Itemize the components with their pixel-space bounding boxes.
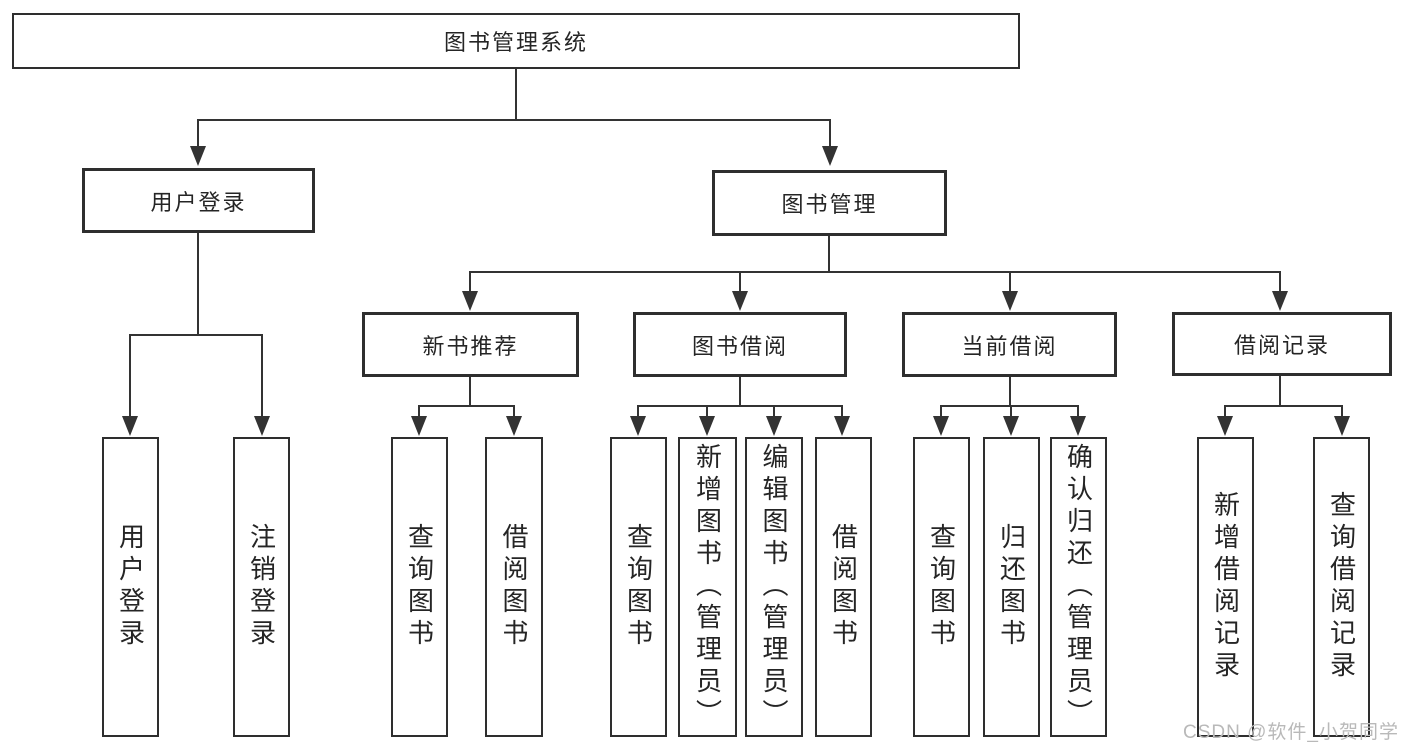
leaf-br-add-record-label: 新增借阅记录 — [1210, 491, 1241, 683]
node-root: 图书管理系统 — [12, 13, 1020, 69]
leaf-nb-borrow-book: 借阅图书 — [485, 437, 543, 737]
arrowhead-br-query — [1334, 416, 1350, 436]
leaf-bb-add-book-admin-label: 新增图书（管理员） — [692, 443, 723, 731]
connector-user-leaf2-stem — [261, 334, 263, 417]
leaf-cb-query-book: 查询图书 — [913, 437, 970, 737]
arrowhead-book-mgmt — [822, 146, 838, 166]
arrowhead-cb-query — [933, 416, 949, 436]
watermark: CSDN @软件_小贺同学 — [1183, 722, 1399, 743]
connector-borrow-hbar — [637, 405, 843, 407]
connector-nb-leaf1-stem — [418, 405, 420, 417]
node-user-login-label: 用户登录 — [150, 189, 247, 215]
connector-user-hbar — [129, 334, 263, 336]
node-user-login: 用户登录 — [82, 168, 315, 233]
connector-root-stem — [515, 68, 517, 120]
connector-cb-leaf2-stem — [1010, 405, 1012, 417]
connector-root-hbar — [197, 119, 831, 121]
arrowhead-current-borrow — [1002, 291, 1018, 311]
node-current-borrow-label: 当前借阅 — [961, 333, 1058, 359]
leaf-br-add-record: 新增借阅记录 — [1197, 437, 1254, 737]
leaf-logout: 注销登录 — [233, 437, 290, 737]
node-borrow-records-label: 借阅记录 — [1233, 333, 1330, 358]
arrowhead-user — [190, 146, 206, 166]
leaf-user-login-label: 用户登录 — [115, 523, 146, 651]
connector-current-down — [1009, 376, 1011, 407]
node-book-mgmt-label: 图书管理 — [781, 192, 878, 217]
leaf-nb-query-book: 查询图书 — [391, 437, 448, 737]
connector-bb-leaf2-stem — [706, 405, 708, 417]
connector-newbooks-down — [469, 376, 471, 407]
leaf-nb-borrow-book-label: 借阅图书 — [499, 523, 529, 651]
leaf-bb-query-book: 查询图书 — [610, 437, 667, 737]
node-root-label: 图书管理系统 — [443, 30, 588, 55]
connector-nb-leaf2-stem — [513, 405, 515, 417]
leaf-bb-borrow-book: 借阅图书 — [815, 437, 872, 737]
arrowhead-bb-add — [699, 416, 715, 436]
leaf-br-query-record-label: 查询借阅记录 — [1326, 491, 1357, 683]
arrowhead-cb-confirm — [1070, 416, 1086, 436]
connector-bb-leaf1-stem — [637, 405, 639, 417]
connector-br-leaf1-stem — [1224, 405, 1226, 417]
leaf-bb-edit-book-admin: 编辑图书（管理员） — [745, 437, 803, 737]
connector-root-book-stem — [829, 119, 831, 148]
leaf-bb-add-book-admin: 新增图书（管理员） — [678, 437, 737, 737]
arrowhead-br-add — [1217, 416, 1233, 436]
leaf-cb-confirm-return-admin: 确认归还（管理员） — [1050, 437, 1107, 737]
connector-bb-leaf4-stem — [841, 405, 843, 417]
connector-user-stem — [197, 232, 199, 336]
connector-current-stem — [1009, 271, 1011, 293]
connector-bookmgmt-hbar — [469, 271, 1281, 273]
node-book-borrow: 图书借阅 — [633, 312, 847, 377]
leaf-bb-edit-book-admin-label: 编辑图书（管理员） — [759, 443, 789, 731]
connector-bookmgmt-stem — [828, 235, 830, 273]
leaf-cb-return-book: 归还图书 — [983, 437, 1040, 737]
arrowhead-bb-borrow — [834, 416, 850, 436]
leaf-logout-label: 注销登录 — [246, 523, 277, 651]
connector-borrow-stem — [739, 271, 741, 293]
arrowhead-nb-query — [411, 416, 427, 436]
node-current-borrow: 当前借阅 — [902, 312, 1117, 377]
leaf-bb-query-book-label: 查询图书 — [623, 523, 654, 651]
connector-cb-leaf3-stem — [1077, 405, 1079, 417]
connector-newbooks-hbar — [418, 405, 515, 407]
arrowhead-nb-borrow — [506, 416, 522, 436]
leaf-cb-query-book-label: 查询图书 — [926, 523, 957, 651]
connector-records-down — [1279, 375, 1281, 407]
connector-current-hbar — [940, 405, 1079, 407]
leaf-bb-borrow-book-label: 借阅图书 — [828, 523, 859, 651]
node-book-borrow-label: 图书借阅 — [691, 333, 788, 359]
connector-root-user-stem — [197, 119, 199, 148]
node-new-books-label: 新书推荐 — [422, 333, 519, 359]
connector-user-leaf1-stem — [129, 334, 131, 417]
arrowhead-bb-edit — [766, 416, 782, 436]
connector-borrow-down — [739, 376, 741, 407]
arrowhead-book-borrow — [732, 291, 748, 311]
connector-cb-leaf1-stem — [940, 405, 942, 417]
arrowhead-cb-return — [1003, 416, 1019, 436]
connector-records-stem — [1279, 271, 1281, 293]
leaf-user-login: 用户登录 — [102, 437, 159, 737]
arrowhead-logout-leaf — [254, 416, 270, 436]
connector-records-hbar — [1224, 405, 1343, 407]
node-new-books: 新书推荐 — [362, 312, 579, 377]
connector-br-leaf2-stem — [1341, 405, 1343, 417]
leaf-cb-return-book-label: 归还图书 — [996, 523, 1027, 651]
node-book-mgmt: 图书管理 — [712, 170, 947, 236]
leaf-nb-query-book-label: 查询图书 — [404, 523, 435, 651]
node-borrow-records: 借阅记录 — [1172, 312, 1392, 376]
arrowhead-new-books — [462, 291, 478, 311]
arrowhead-user-login-leaf — [122, 416, 138, 436]
connector-newbooks-stem — [469, 271, 471, 293]
leaf-br-query-record: 查询借阅记录 — [1313, 437, 1370, 737]
leaf-cb-confirm-return-admin-label: 确认归还（管理员） — [1063, 443, 1094, 731]
arrowhead-borrow-records — [1272, 291, 1288, 311]
connector-bb-leaf3-stem — [773, 405, 775, 417]
arrowhead-bb-query — [630, 416, 646, 436]
